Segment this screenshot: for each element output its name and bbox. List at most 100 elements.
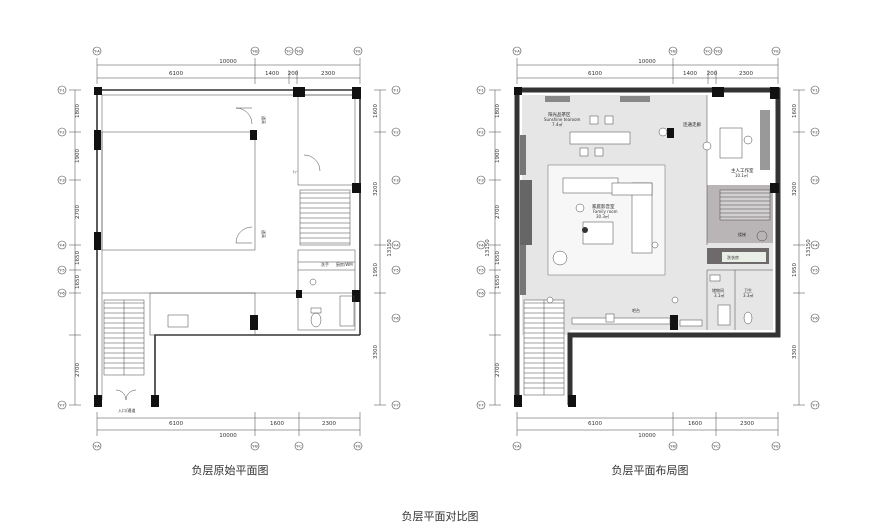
right-label-stair: 楼梯 [738, 231, 746, 237]
svg-text:Y-B: Y-B [670, 444, 676, 448]
left-top-dimension-lines [96, 58, 361, 84]
right-top-dim-4: 2300 [739, 71, 753, 77]
right-walls [514, 87, 781, 405]
left-bottom-dim-1: 6100 [169, 421, 183, 427]
left-top-dim-2: 1400 [265, 71, 279, 77]
right-bottom-axis-markers: Y-A Y-B Y-C Y-E [512, 441, 781, 451]
left-side-dimension-lines [69, 89, 81, 406]
left-right-dims: 1600 3200 1950 3300 13150 [373, 104, 393, 359]
right-stair-bottom [523, 299, 565, 396]
left-label-room-b: 通高 [261, 230, 267, 238]
svg-text:1800: 1800 [75, 104, 81, 118]
svg-text:Y-C: Y-C [705, 49, 711, 53]
svg-text:Y-4: Y-4 [393, 243, 399, 247]
left-right-dimension-lines [374, 89, 386, 406]
right-label-study: 主人工作室 [731, 167, 754, 174]
right-label-sunroom: 阳光品茶区 [548, 111, 571, 118]
svg-text:Y-B: Y-B [252, 444, 258, 448]
svg-text:3200: 3200 [373, 182, 379, 196]
right-label-storage: 储物间 [712, 287, 724, 293]
right-label-sunroom-en: Sunshine tearoom [544, 117, 581, 122]
svg-text:13150: 13150 [485, 239, 491, 257]
left-stair-upper [299, 189, 351, 246]
right-label-study-area: 10.1㎡ [735, 172, 748, 178]
svg-text:Y-1: Y-1 [478, 88, 483, 92]
svg-text:Y-3: Y-3 [59, 178, 64, 182]
left-doors [115, 107, 321, 401]
right-label-family: 家庭影音室 [592, 203, 615, 210]
left-side-dims: 1800 1900 2700 1650 1650 2700 [75, 104, 81, 377]
right-stair-upper-treads [720, 192, 770, 218]
right-label-wc: 卫生 [744, 287, 752, 293]
svg-text:Y-6: Y-6 [59, 291, 65, 295]
left-top-axis-markers: Y-A Y-B Y-C Y-D Y-E [92, 46, 363, 56]
right-top-dimension-lines [516, 58, 779, 84]
svg-text:2700: 2700 [75, 363, 81, 377]
svg-text:Y-E: Y-E [773, 444, 779, 448]
svg-text:Y-3: Y-3 [393, 178, 398, 182]
left-columns [94, 87, 361, 407]
svg-text:Y-7: Y-7 [478, 403, 483, 407]
svg-text:Y-C: Y-C [296, 444, 302, 448]
right-furniture [546, 115, 768, 327]
svg-text:Y-1: Y-1 [393, 88, 398, 92]
svg-text:2700: 2700 [495, 363, 501, 377]
svg-text:2700: 2700 [75, 205, 81, 219]
right-right-dimension-lines [793, 89, 805, 406]
left-top-dim-4: 2300 [321, 71, 335, 77]
svg-text:Y-1: Y-1 [812, 88, 817, 92]
left-caption: 负层原始平面图 [192, 463, 269, 477]
right-top-dim-1: 6100 [588, 71, 602, 77]
right-label-laundry: 洗衣房 [727, 254, 739, 260]
left-label-stair-up: 上 [293, 170, 299, 174]
right-label-family-area: 30.3㎡ [596, 213, 609, 219]
right-bottom-dim-2: 1600 [688, 421, 702, 427]
svg-text:Y-E: Y-E [773, 49, 779, 53]
svg-text:Y-3: Y-3 [478, 178, 483, 182]
svg-text:2700: 2700 [495, 205, 501, 219]
left-right-axis-markers: Y-1 Y-2 Y-3 Y-4 Y-5 Y-6 Y-7 [391, 85, 401, 410]
svg-text:Y-A: Y-A [94, 444, 100, 448]
right-caption: 负层平面布局图 [612, 463, 689, 477]
svg-text:Y-7: Y-7 [393, 403, 398, 407]
right-bottom-dim-1: 6100 [588, 421, 602, 427]
svg-text:1600: 1600 [373, 104, 379, 118]
right-label-bar: 吧台 [632, 307, 640, 313]
left-side-axis-markers: Y-1 Y-2 Y-3 Y-4 Y-5 Y-6 Y-7 [57, 85, 67, 410]
left-bottom-dim-3: 2300 [322, 421, 336, 427]
left-label-entry: 入口/通道 [118, 407, 135, 413]
svg-text:1950: 1950 [792, 263, 798, 277]
right-label-storage-area: 3.1㎡ [714, 292, 724, 298]
left-label-room-a: 通高 [261, 116, 267, 124]
right-bottom-total-dim: 10000 [638, 433, 656, 439]
svg-text:Y-D: Y-D [715, 49, 721, 53]
svg-text:Y-2: Y-2 [478, 130, 483, 134]
right-right-axis-markers: Y-1 Y-2 Y-3 Y-4 Y-5 Y-6 Y-7 [810, 85, 820, 410]
svg-text:3300: 3300 [792, 345, 798, 359]
svg-text:Y-4: Y-4 [812, 243, 818, 247]
svg-text:Y-6: Y-6 [478, 291, 484, 295]
svg-text:Y-B: Y-B [670, 49, 676, 53]
svg-text:Y-7: Y-7 [812, 403, 817, 407]
left-bottom-dim-2: 1600 [270, 421, 284, 427]
svg-text:Y-2: Y-2 [59, 130, 64, 134]
svg-text:3300: 3300 [373, 345, 379, 359]
svg-text:Y-D: Y-D [296, 49, 302, 53]
left-stair-upper-treads [300, 192, 350, 244]
left-top-dim-3: 200 [288, 71, 299, 77]
svg-text:13150: 13150 [806, 239, 812, 257]
right-top-dim-3: 200 [707, 71, 718, 77]
right-left-axis-markers: Y-1 Y-2 Y-3 Y-4 Y-5 Y-6 Y-7 [476, 85, 486, 410]
svg-text:Y-E: Y-E [355, 49, 361, 53]
svg-text:Y-1: Y-1 [59, 88, 64, 92]
svg-text:Y-4: Y-4 [478, 243, 484, 247]
svg-text:Y-5: Y-5 [478, 268, 483, 272]
svg-text:1600: 1600 [792, 104, 798, 118]
svg-text:Y-C: Y-C [286, 49, 292, 53]
svg-text:Y-7: Y-7 [59, 403, 64, 407]
right-label-family-en: Family room [593, 209, 618, 214]
left-bottom-total-dim: 10000 [219, 433, 237, 439]
svg-text:Y-6: Y-6 [393, 316, 399, 320]
